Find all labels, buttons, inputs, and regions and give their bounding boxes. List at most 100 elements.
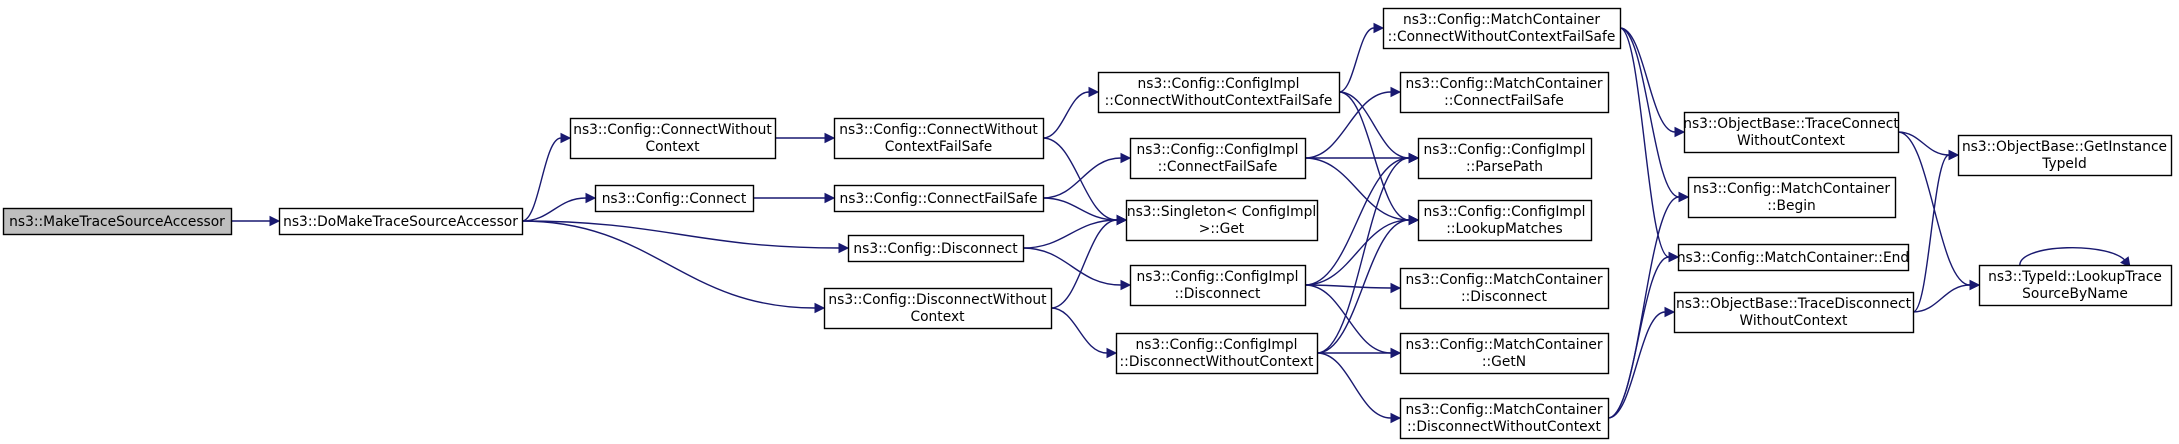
node-label-line: ns3::Config::ConnectFailSafe [840, 191, 1038, 207]
node-label-line: ns3::Config::ConfigImpl [1424, 204, 1586, 220]
node-box [1399, 267, 1610, 310]
node-label-line: ns3::Config::ConfigImpl [1136, 337, 1298, 353]
node-label-line: ns3::Config::Connect [602, 191, 747, 207]
node-label-line: Context [645, 139, 700, 155]
node-label-line: ns3::Config::MatchContainer [1405, 272, 1602, 288]
node-label-line: ::ParsePath [1466, 159, 1543, 175]
edge-line [1338, 91, 1410, 159]
edge-line [1050, 219, 1118, 309]
edge-arrowhead [1664, 306, 1676, 318]
node-label-line: ns3::Config::ConfigImpl [1137, 269, 1299, 285]
node-label-line: ns3::MakeTraceSourceAccessor [9, 214, 225, 230]
call-edge-n12-to-n18 [1317, 347, 1402, 359]
function-node[interactable]: ns3::Config::ConfigImpl::Disconnect [1129, 264, 1307, 307]
edge-arrowhead [1390, 282, 1402, 294]
function-node[interactable]: ns3::DoMakeTraceSourceAccessor [278, 207, 524, 236]
function-node[interactable]: ns3::Config::ConfigImpl::ConnectFailSafe [1129, 137, 1307, 180]
edge-line [1042, 197, 1118, 221]
function-node[interactable]: ns3::Config::ConfigImpl::LookupMatches [1417, 199, 1593, 242]
graph-edges [231, 22, 2131, 424]
call-edge-n1-to-n2 [521, 132, 572, 222]
node-box [1683, 111, 1900, 154]
edge-arrowhead [1120, 152, 1132, 164]
node-box [278, 207, 524, 236]
call-edge-n2-to-n6 [775, 132, 836, 144]
node-box [594, 184, 755, 213]
function-node[interactable]: ns3::Config::ConnectFailSafe [833, 184, 1045, 213]
function-node[interactable]: ns3::Config::ConfigImpl::ConnectWithoutC… [1097, 71, 1341, 114]
edge-arrowhead [1390, 347, 1402, 359]
node-box [1957, 134, 2173, 177]
node-label-line: WithoutContext [1740, 313, 1849, 329]
node-box [1382, 7, 1622, 50]
function-node[interactable]: ns3::Config::MatchContainer::End [1677, 243, 1910, 272]
node-box [569, 117, 777, 160]
function-node[interactable]: ns3::Config::MatchContainer::Disconnect [1399, 267, 1610, 310]
function-node[interactable]: ns3::Config::ConnectWithoutContextFailSa… [833, 117, 1045, 160]
graph-nodes: ns3::MakeTraceSourceAccessor ns3::DoMakeT… [2, 7, 2173, 440]
edge-arrowhead [1390, 412, 1402, 424]
call-edge-n4-to-n11 [1022, 247, 1132, 291]
function-node[interactable]: ns3::Config::ConnectWithoutContext [569, 117, 777, 160]
node-box [1129, 137, 1307, 180]
function-node[interactable]: ns3::Config::ConfigImpl::ParsePath [1417, 137, 1593, 180]
edge-line [1619, 27, 1680, 198]
node-label-line: ContextFailSafe [885, 139, 992, 155]
edge-line [1316, 352, 1392, 419]
edge-arrowhead [1674, 126, 1686, 138]
edge-arrowhead [1948, 149, 1960, 161]
function-node[interactable]: ns3::Config::MatchContainer::ConnectFail… [1399, 71, 1610, 114]
node-label-line: ns3::ObjectBase::TraceConnect [1683, 116, 1899, 132]
edge-line [1304, 157, 1410, 221]
edge-arrowhead [1678, 191, 1690, 203]
edge-line [1619, 27, 1670, 258]
call-edge-n23-to-n25 [1912, 279, 1981, 313]
edge-line [1912, 154, 1950, 313]
edge-line [1897, 131, 1950, 156]
function-node[interactable]: ns3::Config::ConfigImpl::DisconnectWitho… [1115, 332, 1319, 375]
node-label-line: ns3::Config::ConfigImpl [1137, 142, 1299, 158]
node-label-line: ::Begin [1767, 198, 1816, 214]
edge-line [2019, 246, 2128, 268]
function-node[interactable]: ns3::Config::MatchContainer::Begin [1687, 176, 1897, 219]
edge-line [1304, 219, 1410, 286]
call-edge-n3-to-n7 [752, 192, 836, 204]
function-node[interactable]: ns3::Singleton< ConfigImpl>::Get [1125, 199, 1319, 242]
function-node[interactable]: ns3::Config::MatchContainer::ConnectWith… [1382, 7, 1622, 50]
node-label-line: ns3::Config::ConfigImpl [1424, 142, 1586, 158]
node-box [1129, 264, 1307, 307]
node-box [847, 234, 1025, 263]
node-label-line: ::DisconnectWithoutContext [1120, 354, 1315, 370]
call-edge-n4-to-n10 [1022, 214, 1128, 249]
call-edge-n13-to-n22 [1619, 27, 1680, 263]
node-label-line: ::ConnectFailSafe [1444, 93, 1564, 109]
function-node[interactable]: ns3::ObjectBase::TraceConnectWithoutCont… [1683, 111, 1900, 154]
function-node[interactable]: ns3::Config::MatchContainer::DisconnectW… [1399, 397, 1610, 440]
function-node[interactable]: ns3::Config::Disconnect [847, 234, 1025, 263]
node-label-line: ns3::Config::MatchContainer [1405, 76, 1602, 92]
node-box [1125, 199, 1319, 242]
node-label-line: ns3::ObjectBase::GetInstance [1962, 139, 2167, 155]
node-label-line: ::GetN [1482, 354, 1526, 370]
function-node[interactable]: ns3::Config::MatchContainer::GetN [1399, 332, 1610, 375]
node-label-line: ns3::ObjectBase::TraceDisconnect [1676, 296, 1912, 312]
function-node[interactable]: ns3::Config::Connect [594, 184, 755, 213]
edge-line [1050, 307, 1108, 354]
call-edge-n13-to-n20 [1619, 27, 1686, 138]
edge-arrowhead [1120, 279, 1132, 291]
call-edge-n1-to-n5 [521, 220, 826, 314]
node-box [1978, 264, 2173, 307]
edge-line [1304, 284, 1392, 289]
edge-arrowhead [1390, 86, 1402, 98]
edge-arrowhead [269, 215, 281, 227]
node-label-line: ns3::Config::MatchContainer [1693, 181, 1890, 197]
edge-line [1607, 311, 1666, 419]
edge-line [1338, 27, 1375, 93]
call-edge-n6-to-n8 [1042, 86, 1100, 139]
call-edge-n12-to-n16 [1316, 214, 1420, 354]
function-node[interactable]: ns3::Config::DisconnectWithoutContext [823, 287, 1053, 330]
edge-line [1042, 91, 1090, 139]
function-node[interactable]: ns3::ObjectBase::TraceDisconnectWithoutC… [1673, 291, 1915, 334]
